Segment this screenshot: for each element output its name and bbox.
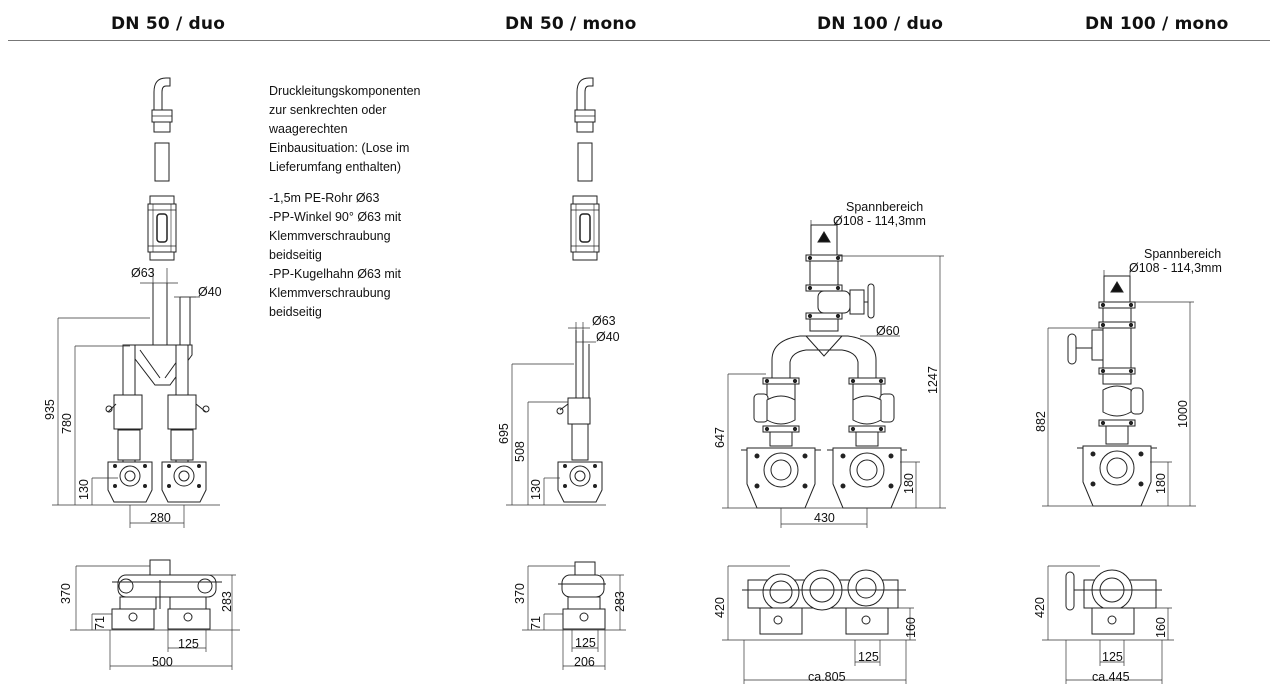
desc-line: Einbausituation: (Lose im <box>269 141 410 155</box>
desc-line: -1,5m PE-Rohr Ø63 <box>269 191 380 205</box>
dim-430: 430 <box>814 511 835 525</box>
dim-125-duo100: 125 <box>858 650 879 664</box>
dn50-duo-plan-view <box>111 559 222 630</box>
desc-line: zur senkrechten oder <box>269 103 387 117</box>
dim-370-mono: 370 <box>513 583 527 604</box>
dim-d40-mono: Ø40 <box>596 330 620 344</box>
loose-elbow-icon <box>151 77 173 133</box>
dim-160-duo: 160 <box>904 617 918 638</box>
dn100-mono-plan-view <box>1065 569 1162 635</box>
dim-280: 280 <box>150 511 171 525</box>
dn100-mono-front-dims <box>1042 270 1196 507</box>
header-dn50-mono: DN 50 / mono <box>505 14 637 34</box>
dim-span-range-mono: Ø108 - 114,3mm <box>1129 261 1222 275</box>
dim-71-duo: 71 <box>93 616 107 630</box>
dn50-mono-front-view <box>556 330 603 503</box>
dn50-mono-plan-dims <box>522 565 626 670</box>
dim-283-mono: 283 <box>613 591 627 612</box>
dim-1247: 1247 <box>926 366 940 394</box>
header-dn50-duo: DN 50 / duo <box>111 14 226 34</box>
dim-71-mono: 71 <box>529 616 543 630</box>
dim-130-duo: 130 <box>77 479 91 500</box>
dim-125-mono: 125 <box>575 636 596 650</box>
desc-line: -PP-Kugelhahn Ø63 mit <box>269 267 402 281</box>
dn50-duo-plan-dims <box>70 565 240 670</box>
dim-508: 508 <box>513 441 527 462</box>
desc-line: beidseitig <box>269 248 322 262</box>
dim-780: 780 <box>60 413 74 434</box>
dim-283-duo: 283 <box>220 591 234 612</box>
loose-pipe-mono-icon <box>577 142 593 182</box>
dim-d63-duo: Ø63 <box>131 266 155 280</box>
dn100-duo-front-view <box>740 224 908 509</box>
desc-line: waagerechten <box>269 122 348 136</box>
dn100-mono-front-view <box>1067 275 1158 507</box>
dim-420-duo: 420 <box>713 597 727 618</box>
dn50-duo-front-view <box>105 283 210 503</box>
header-divider <box>8 40 1270 41</box>
dim-125-duo: 125 <box>178 637 199 651</box>
dim-420-mono: 420 <box>1033 597 1047 618</box>
dn100-duo-plan-view <box>742 569 906 635</box>
dim-d63-mono: Ø63 <box>592 314 616 328</box>
dim-500: 500 <box>152 655 173 669</box>
dim-ca445: ca.445 <box>1092 670 1130 684</box>
desc-line: Druckleitungskomponenten <box>269 84 421 98</box>
dim-206: 206 <box>574 655 595 669</box>
dim-160-mono: 160 <box>1154 617 1168 638</box>
dim-spannbereich-duo: Spannbereich <box>846 200 923 214</box>
header-dn100-mono: DN 100 / mono <box>1085 14 1229 34</box>
dim-180-duo: 180 <box>902 473 916 494</box>
dim-ca805: ca.805 <box>808 670 846 684</box>
dn100-duo-front-dims <box>722 220 946 528</box>
dim-1000: 1000 <box>1176 400 1190 428</box>
dn100-duo-plan-dims <box>722 565 916 684</box>
desc-line: Klemmverschraubung <box>269 286 391 300</box>
dim-span-range-duo: Ø108 - 114,3mm <box>833 214 926 228</box>
dim-180-mono: 180 <box>1154 473 1168 494</box>
component-description: Druckleitungskomponenten zur senkrechten… <box>269 82 459 322</box>
dn50-mono-plan-view <box>558 561 606 630</box>
loose-elbow-mono-icon <box>574 77 596 133</box>
dim-spannbereich-mono: Spannbereich <box>1144 247 1221 261</box>
loose-ball-valve-icon <box>147 195 177 261</box>
dim-d60: Ø60 <box>876 324 900 338</box>
dn100-mono-plan-dims <box>1042 565 1174 684</box>
desc-line: Lieferumfang enthalten) <box>269 160 402 174</box>
dn50-duo-front-dims <box>52 268 220 528</box>
dim-130-mono: 130 <box>529 479 543 500</box>
desc-line: beidseitig <box>269 305 322 319</box>
dim-d40-duo: Ø40 <box>198 285 222 299</box>
dim-935: 935 <box>43 399 57 420</box>
dim-695: 695 <box>497 423 511 444</box>
dn50-mono-front-dims <box>506 322 606 506</box>
header-dn100-duo: DN 100 / duo <box>817 14 944 34</box>
dim-882: 882 <box>1034 411 1048 432</box>
loose-ball-valve-mono-icon <box>570 195 600 261</box>
desc-line: -PP-Winkel 90° Ø63 mit <box>269 210 402 224</box>
dim-370-duo: 370 <box>59 583 73 604</box>
dim-647: 647 <box>713 427 727 448</box>
desc-line: Klemmverschraubung <box>269 229 391 243</box>
dim-125-mono100: 125 <box>1102 650 1123 664</box>
loose-pipe-icon <box>154 142 170 182</box>
